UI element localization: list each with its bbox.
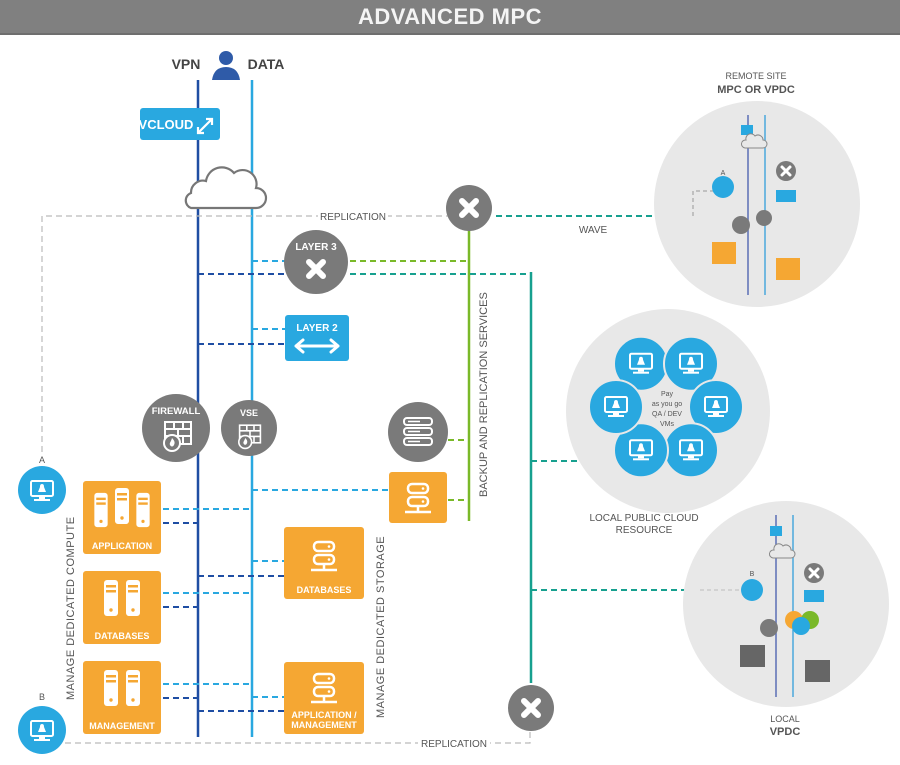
- wave-router-node[interactable]: [446, 185, 492, 231]
- vse-label: VSE: [240, 408, 258, 418]
- public-cloud-panel[interactable]: Pay as you go QA / DEV VMs: [566, 309, 770, 513]
- cloud-icon: [184, 166, 268, 210]
- replication-line-bottom: [55, 730, 531, 744]
- compute-databases-label: DATABASES: [95, 631, 150, 641]
- expand-icon: [196, 117, 214, 135]
- bottom-router-node[interactable]: [508, 685, 554, 731]
- compute-application-node[interactable]: APPLICATION: [83, 481, 161, 554]
- vm-a-node[interactable]: [18, 466, 66, 514]
- server-rack-icon: [403, 417, 433, 446]
- backup-server-node[interactable]: [388, 402, 448, 462]
- public-cloud-vm[interactable]: [663, 422, 719, 479]
- replication-line-top: [41, 215, 448, 452]
- manage-compute-label: MANAGE DEDICATED COMPUTE: [65, 516, 77, 700]
- layer2-node[interactable]: LAYER 2: [285, 315, 349, 361]
- manage-storage-label: MANAGE DEDICATED STORAGE: [375, 536, 387, 718]
- local-vm-label: B: [750, 571, 755, 578]
- compute-databases-node[interactable]: DATABASES: [83, 571, 161, 644]
- switch-arrows-icon: [294, 338, 340, 354]
- compute-application-label: APPLICATION: [92, 541, 152, 551]
- local-vpdc-label-1: LOCAL: [770, 714, 800, 724]
- public-cloud-text-1: Pay: [661, 391, 674, 398]
- storage-databases-node[interactable]: DATABASES: [284, 527, 364, 599]
- user-icon: [212, 51, 240, 80]
- replication-label-top: REPLICATION: [320, 212, 386, 223]
- public-cloud-vm[interactable]: [588, 379, 644, 435]
- vpn-label: VPN: [172, 56, 201, 72]
- layer3-label: LAYER 3: [295, 242, 337, 253]
- remote-site-panel[interactable]: A: [654, 101, 860, 307]
- storage-databases-label: DATABASES: [297, 585, 352, 595]
- public-cloud-caption-1: LOCAL PUBLIC CLOUD: [589, 513, 698, 524]
- compute-management-label: MANAGEMENT: [89, 721, 155, 731]
- vm-b-node[interactable]: [18, 706, 66, 754]
- replication-label-bottom: REPLICATION: [421, 739, 487, 750]
- page-title: ADVANCED MPC: [357, 3, 543, 29]
- storage-app-mgmt-label-2: MANAGEMENT: [291, 720, 357, 730]
- firewall-label: FIREWALL: [152, 406, 201, 417]
- public-cloud-vm[interactable]: [613, 422, 669, 479]
- remote-vm-icon: [712, 176, 734, 198]
- server-towers-icon: [94, 488, 150, 528]
- local-vm-icon: [741, 579, 763, 601]
- public-cloud-text-2: as you go: [652, 401, 682, 408]
- storage-app-mgmt-node[interactable]: APPLICATION / MANAGEMENT: [284, 662, 364, 734]
- public-cloud-caption-2: RESOURCE: [616, 525, 673, 536]
- local-vpdc-label-2: VPDC: [770, 726, 801, 738]
- remote-vm-label: A: [721, 170, 726, 177]
- vcloud-label: VCLOUD: [139, 117, 194, 132]
- public-cloud-text-3: QA / DEV: [652, 411, 682, 418]
- firewall-node[interactable]: FIREWALL: [142, 394, 210, 462]
- vse-node[interactable]: VSE: [221, 400, 277, 456]
- replication-storage-node[interactable]: [389, 472, 447, 523]
- wave-label: WAVE: [579, 225, 608, 236]
- public-cloud-vm[interactable]: [688, 379, 744, 435]
- remote-site-label-2: MPC OR VPDC: [717, 84, 795, 96]
- storage-app-mgmt-label-1: APPLICATION /: [291, 710, 357, 720]
- data-label: DATA: [248, 56, 285, 72]
- title-bar: ADVANCED MPC: [0, 0, 900, 35]
- local-vpdc-panel[interactable]: B: [683, 501, 889, 707]
- vm-a-label: A: [39, 455, 45, 465]
- layer2-label: LAYER 2: [296, 323, 338, 334]
- compute-management-node[interactable]: MANAGEMENT: [83, 661, 161, 734]
- public-cloud-vm[interactable]: [663, 335, 719, 392]
- backup-services-label: BACKUP AND REPLICATION SERVICES: [478, 292, 490, 497]
- remote-site-label-1: REMOTE SITE: [725, 71, 786, 81]
- vcloud-node[interactable]: VCLOUD: [139, 108, 220, 140]
- vm-b-label: B: [39, 692, 45, 702]
- layer3-node[interactable]: LAYER 3: [284, 230, 348, 294]
- public-cloud-text-4: VMs: [660, 421, 675, 428]
